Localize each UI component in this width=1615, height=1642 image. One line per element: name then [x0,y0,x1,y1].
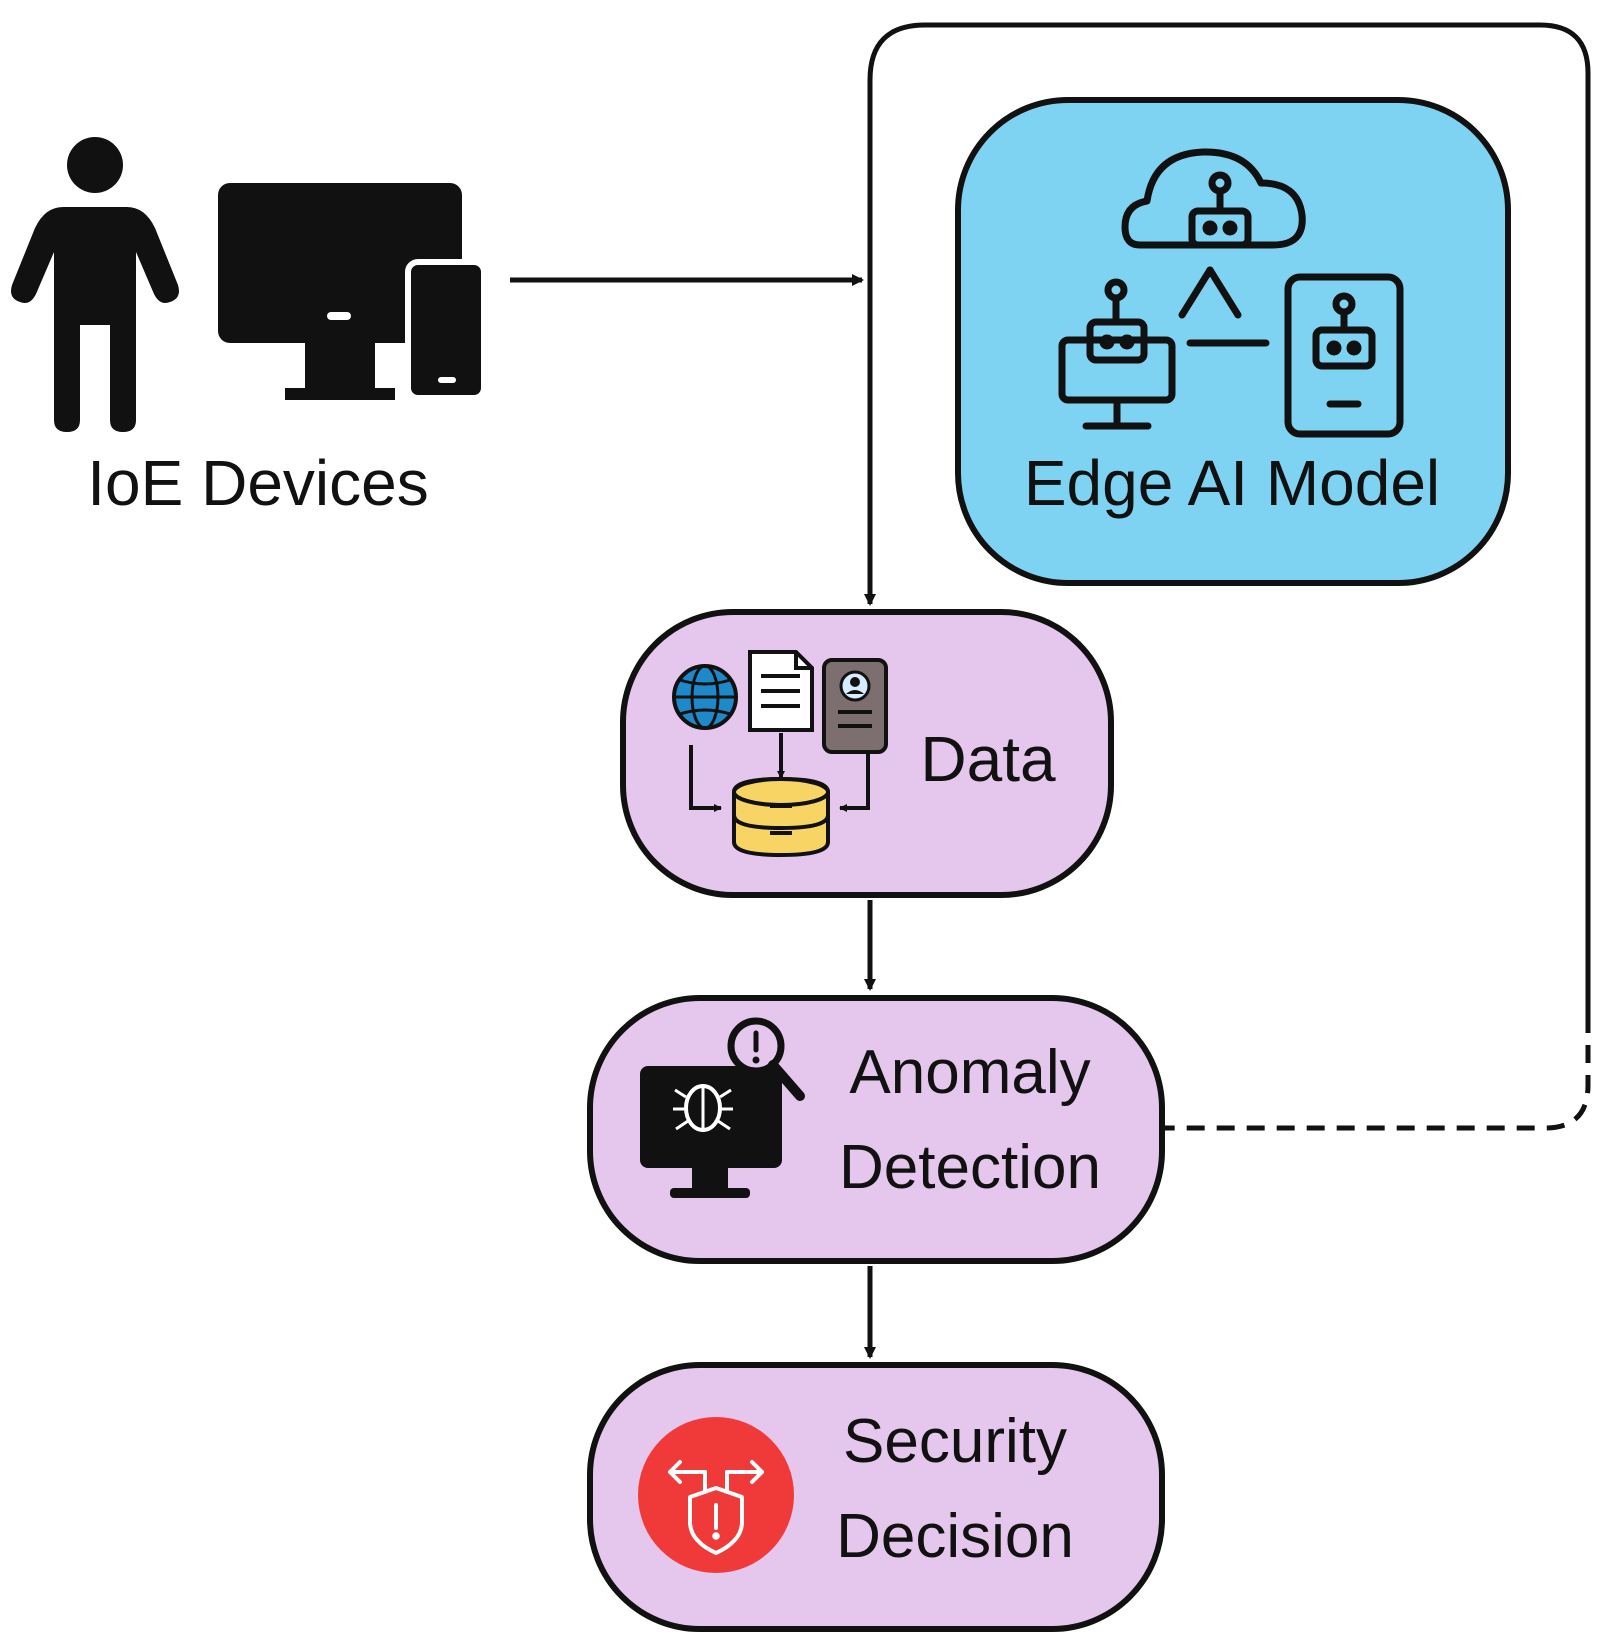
data-label: Data [920,723,1056,795]
security-decision-label-line-1: Security [843,1407,1067,1476]
edge-ai-model-label: Edge AI Model [1024,447,1440,519]
data-node: Data [620,609,1114,898]
edge-ai-model-node: Edge AI Model [955,97,1511,586]
feedback-loop-dashed [1160,1015,1591,1131]
data-collection-database-icon [672,650,888,858]
shield-decision-icon [638,1417,794,1573]
anomaly-detection-label-line-2: Detection [839,1133,1101,1202]
bug-monitor-magnifier-icon [640,1017,805,1198]
ioe-devices-label: IoE Devices [87,447,428,519]
cloud-robots-network-icon [1058,148,1404,438]
security-decision-label-line-2: Decision [836,1502,1074,1571]
anomaly-detection-node: Anomaly Detection [587,995,1165,1264]
security-decision-node: Security Decision [587,1362,1165,1632]
desktop-and-phone-icon [218,183,487,401]
connectors [510,22,1591,1359]
person-icon [11,137,179,432]
ioe-devices-node: IoE Devices [11,137,487,519]
anomaly-detection-label-line-1: Anomaly [849,1038,1090,1107]
feedback-loop-top [867,22,1591,1015]
